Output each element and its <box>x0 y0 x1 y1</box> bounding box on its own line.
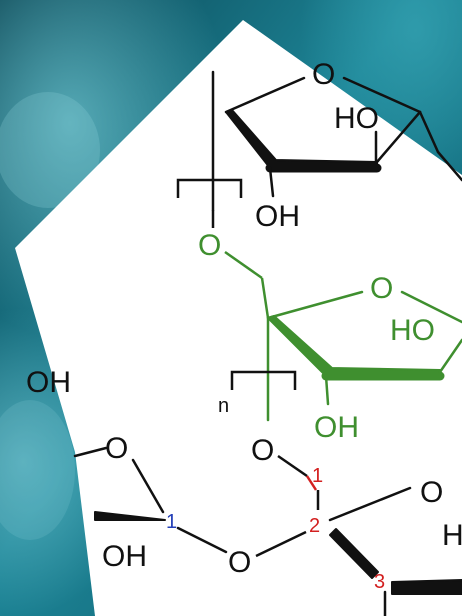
top-ring-ho: HO <box>334 102 379 135</box>
repeat-count-n: n <box>218 395 229 417</box>
bond <box>277 454 308 478</box>
top-ring-oh: OH <box>255 200 300 233</box>
green-ring-oh: OH <box>314 411 359 444</box>
bond <box>255 530 307 558</box>
atom-number-red-2: 2 <box>309 515 320 537</box>
lower-link-oxygen: O <box>251 434 274 467</box>
lower-right-ring <box>328 486 462 616</box>
link-oxygen-green: O <box>198 229 221 262</box>
green-ring-oxygen: O <box>370 272 393 305</box>
atom-number-red-3: 3 <box>374 571 385 593</box>
bottom-link-oxygen: O <box>228 546 251 579</box>
top-repeat-bracket <box>176 178 243 198</box>
lower-right-h: H <box>442 519 462 552</box>
green-ring <box>266 290 462 422</box>
top-ring-oxygen: O <box>312 58 335 91</box>
background-blur-shape <box>0 92 100 208</box>
bond <box>224 250 263 280</box>
atom-number-red-1: 1 <box>312 465 323 487</box>
lower-right-oxygen: O <box>420 476 443 509</box>
lower-ring-oxygen: O <box>105 432 128 465</box>
bottom-left-partial-oh: OH <box>102 540 147 573</box>
top-ring <box>211 70 462 212</box>
lower-repeat-bracket <box>230 370 297 390</box>
background-blur-shape <box>0 400 75 540</box>
lower-left-ring <box>73 446 228 554</box>
green-ring-ho: HO <box>390 314 435 347</box>
atom-number-blue-1: 1 <box>166 511 177 533</box>
left-partial-oh: OH <box>26 366 71 399</box>
bond <box>260 277 270 319</box>
bond <box>305 475 318 491</box>
